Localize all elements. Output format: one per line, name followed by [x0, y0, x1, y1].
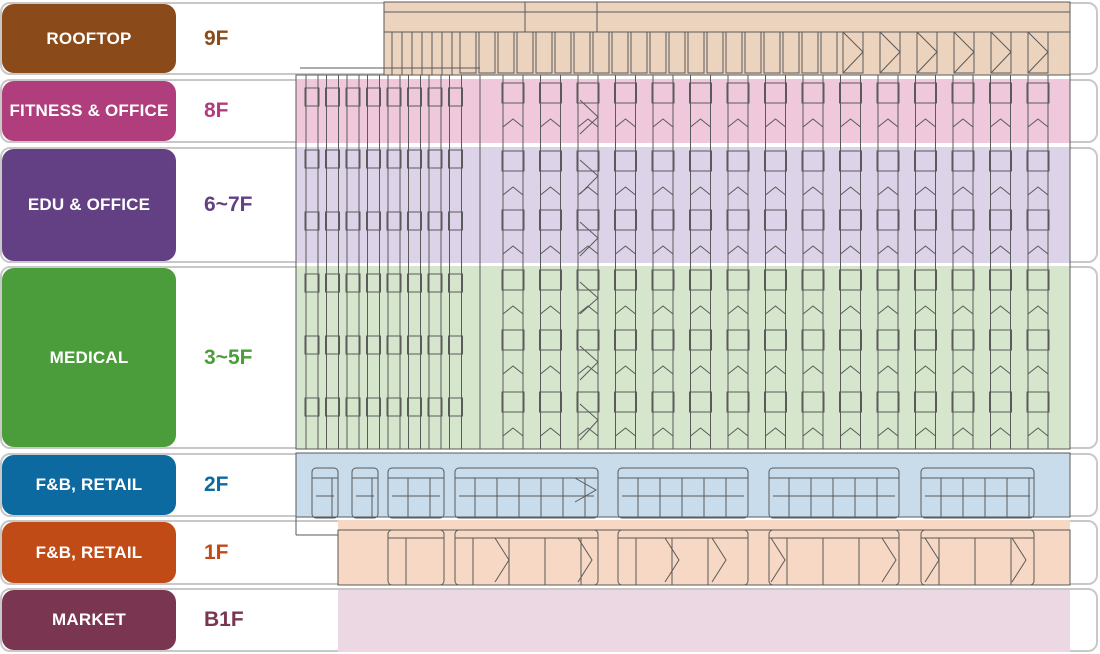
floor-category-fb-retail-2f[interactable]: F&B, RETAIL — [2, 455, 176, 515]
floor-number-6-7f: 6~7F — [204, 193, 253, 216]
floor-category-edu-office[interactable]: EDU & OFFICE — [2, 149, 176, 261]
floor-category-market[interactable]: MARKET — [2, 590, 176, 650]
floor-number-8f: 8F — [204, 99, 229, 122]
floor-category-fitness-office[interactable]: FITNESS & OFFICE — [2, 81, 176, 141]
floor-category-fb-retail-1f[interactable]: F&B, RETAIL — [2, 522, 176, 583]
floor-number-2f: 2F — [204, 473, 229, 496]
floor-number-3-5f: 3~5F — [204, 345, 253, 369]
floor-number-9f: 9F — [204, 26, 229, 50]
floor-category-rooftop[interactable]: ROOFTOP — [2, 4, 176, 73]
floor-category-medical[interactable]: MEDICAL — [2, 268, 176, 447]
floor-number-b1f: B1F — [204, 608, 244, 631]
floor-number-1f: 1F — [204, 540, 229, 564]
